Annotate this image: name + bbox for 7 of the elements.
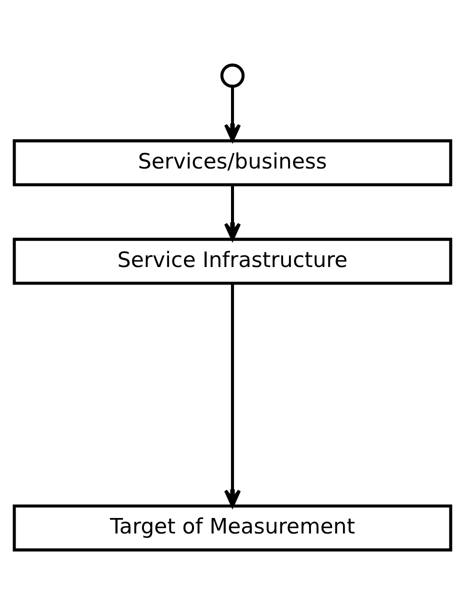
arrow xyxy=(224,86,241,142)
node-box: Target of Measurement xyxy=(12,504,452,552)
node-box: Service Infrastructure xyxy=(12,238,452,285)
arrow xyxy=(224,185,241,241)
node-box: Services/business xyxy=(12,139,452,186)
arrow xyxy=(224,283,241,508)
node-circle xyxy=(220,64,245,88)
